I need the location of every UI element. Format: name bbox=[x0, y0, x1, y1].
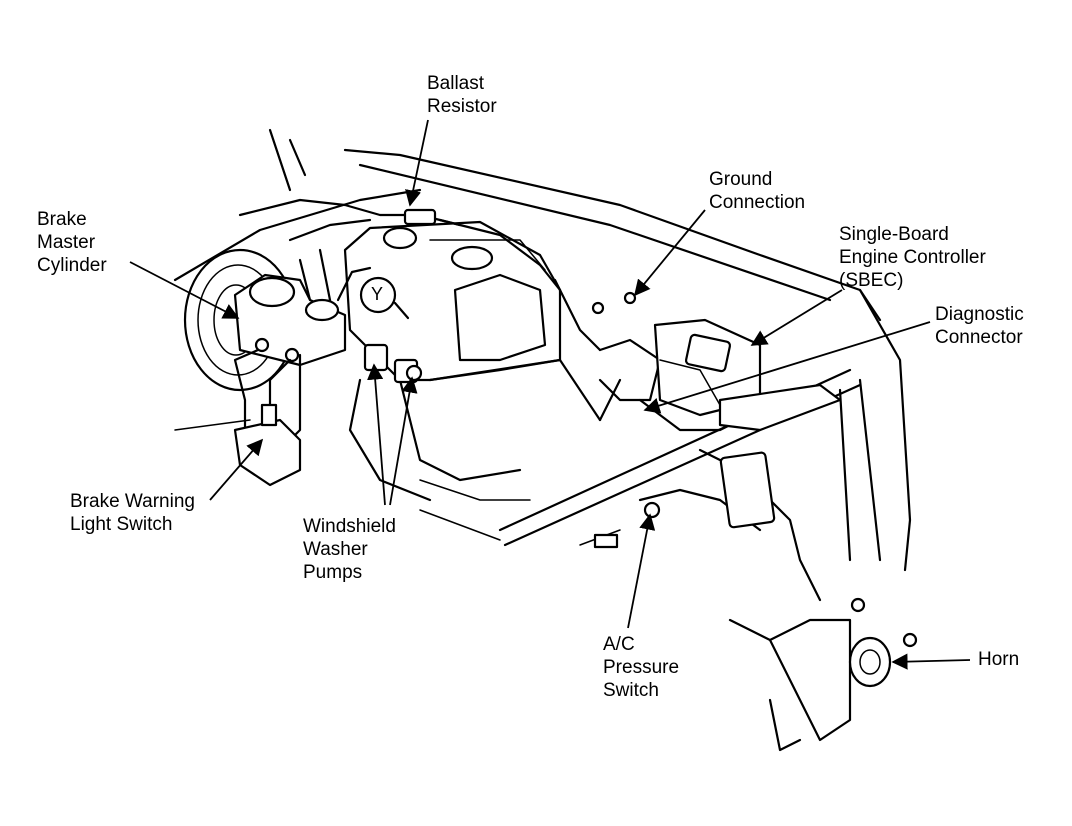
label-washer-line3: Pumps bbox=[303, 562, 363, 583]
label-brake-warning-line1: Brake Warning bbox=[70, 491, 195, 512]
label-ac-pressure-switch: A/C Pressure Switch bbox=[603, 633, 679, 702]
label-horn: Horn bbox=[978, 648, 1019, 671]
label-horn-line1: Horn bbox=[978, 649, 1020, 670]
label-brake-warning-line2: Light Switch bbox=[70, 514, 173, 535]
label-brake-master-cylinder-line3: Cylinder bbox=[37, 255, 107, 276]
master-cylinder-body bbox=[233, 273, 347, 442]
label-ground-connection-line1: Ground bbox=[709, 169, 773, 190]
label-sbec: Single-Board Engine Controller (SBEC) bbox=[839, 223, 986, 292]
label-brake-master-cylinder: Brake Master Cylinder bbox=[37, 208, 107, 277]
label-diagnostic-connector: Diagnostic Connector bbox=[935, 303, 1024, 349]
ballast-resistor-part bbox=[403, 208, 437, 226]
label-washer-line2: Washer bbox=[303, 539, 368, 560]
label-ballast-resistor-line1: Ballast bbox=[427, 73, 485, 94]
y-marker bbox=[336, 266, 410, 320]
label-sbec-line3: (SBEC) bbox=[839, 270, 904, 291]
label-sbec-line2: Engine Controller bbox=[839, 247, 986, 268]
label-ballast-resistor-line2: Resistor bbox=[427, 96, 497, 117]
engine-block bbox=[343, 220, 622, 502]
y-marker-label: Y bbox=[371, 284, 384, 304]
body-outline bbox=[173, 148, 912, 572]
label-ground-connection: Ground Connection bbox=[709, 168, 805, 214]
horn-assembly bbox=[728, 597, 918, 752]
label-ac-line2: Pressure bbox=[603, 657, 680, 678]
label-washer-line1: Windshield bbox=[303, 516, 396, 537]
label-brake-warning-light-switch: Brake Warning Light Switch bbox=[70, 490, 195, 536]
label-windshield-washer-pumps: Windshield Washer Pumps bbox=[303, 515, 396, 584]
label-brake-master-cylinder-line1: Brake bbox=[37, 209, 87, 230]
diagnostic-bracket bbox=[718, 383, 842, 529]
label-diagnostic-connector-line1: Diagnostic bbox=[935, 304, 1024, 325]
label-ballast-resistor: Ballast Resistor bbox=[427, 72, 497, 118]
label-sbec-line1: Single-Board bbox=[839, 224, 949, 245]
label-ac-line3: Switch bbox=[603, 680, 659, 701]
ground-bolt bbox=[591, 291, 637, 315]
label-ac-line1: A/C bbox=[603, 634, 635, 655]
label-brake-master-cylinder-line2: Master bbox=[37, 232, 96, 253]
label-ground-connection-line2: Connection bbox=[709, 192, 806, 213]
leader-lines bbox=[129, 119, 971, 670]
label-diagnostic-connector-line2: Connector bbox=[935, 327, 1023, 348]
